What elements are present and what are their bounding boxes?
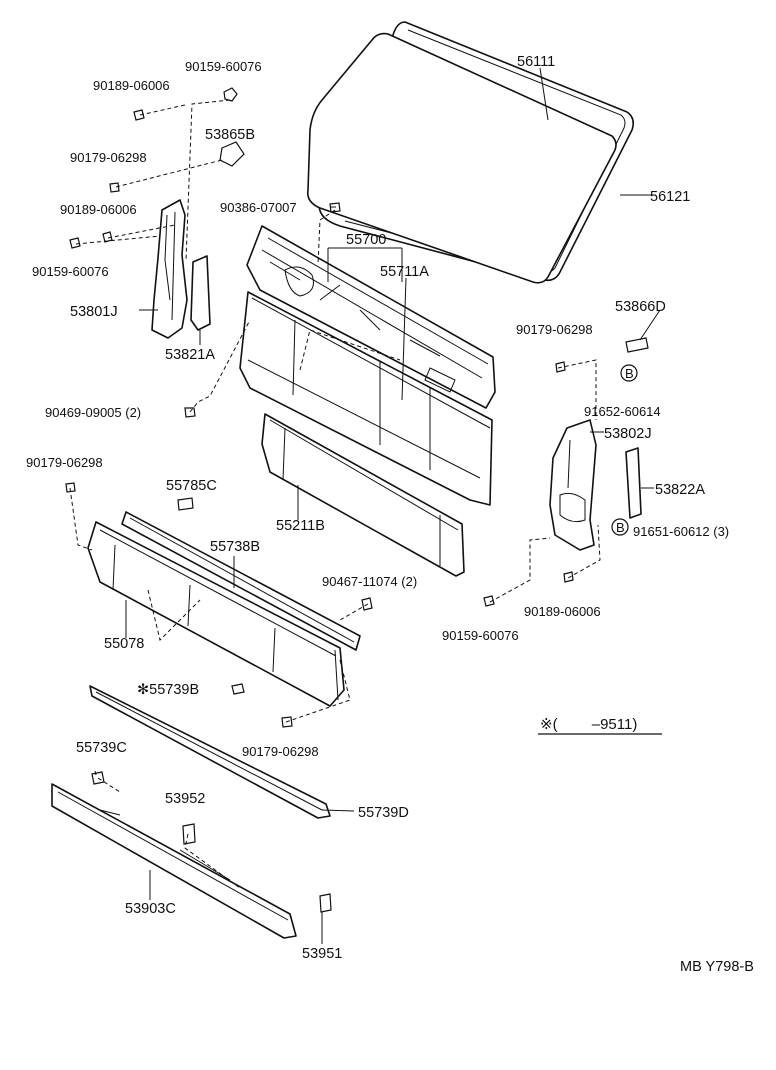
label-55785C: 55785C [166, 478, 217, 494]
label-53801J: 53801J [70, 304, 118, 320]
label-90179-06298-lower: 90179-06298 [242, 744, 319, 759]
label-55078: 55078 [104, 636, 144, 652]
label-90386-07007: 90386-07007 [220, 200, 297, 215]
circle-b-upper: B [625, 366, 634, 381]
grille-panel-55078 [87, 521, 345, 707]
label-91652-60614: 91652-60614 [584, 404, 661, 419]
label-90179-06298-lower-left: 90179-06298 [26, 455, 103, 470]
applicability-note: ※( –9511) [538, 716, 662, 735]
label-55738B: 55738B [210, 539, 260, 555]
label-55739D: 55739D [358, 805, 409, 821]
label-90467-11074: 90467-11074 (2) [322, 574, 417, 589]
label-90159-60076-mid: 90159-60076 [32, 264, 109, 279]
label-55211B: 55211B [276, 518, 325, 534]
label-53952: 53952 [165, 791, 205, 807]
cowl-lower-panel-55211B [261, 413, 465, 577]
label-56121: 56121 [650, 189, 690, 205]
label-53821A: 53821A [165, 347, 215, 363]
label-53866D: 53866D [615, 299, 666, 315]
label-90159-60076-right: 90159-60076 [442, 628, 519, 643]
label-53865B: 53865B [205, 127, 255, 143]
cowl-panel-55700 [239, 291, 493, 506]
label-90469-09005: 90469-09005 (2) [45, 405, 141, 420]
label-55739B: ✻55739B [137, 682, 199, 698]
windshield-glass-56111 [306, 32, 617, 284]
circle-b-markers: B B [611, 364, 638, 536]
label-55711A: 55711A [380, 264, 429, 280]
label-90179-06298-right: 90179-06298 [516, 322, 593, 337]
left-pillar-53801J [151, 199, 188, 339]
label-55739C: 55739C [76, 740, 127, 756]
label-91651-60612: 91651-60612 (3) [633, 524, 729, 539]
label-90159-60076-top: 90159-60076 [185, 59, 262, 74]
fasteners [65, 87, 649, 913]
leader-lines [94, 67, 661, 944]
label-53903C: 53903C [125, 901, 176, 917]
label-90189-06006-mid: 90189-06006 [60, 202, 137, 217]
figure-code: MB Y798-B [680, 959, 754, 975]
right-bracket-53822A [625, 447, 642, 519]
cowl-top-panel-55711A [246, 225, 496, 409]
left-bracket-53821A [190, 255, 211, 331]
lower-moulding-55739D [89, 685, 331, 819]
label-53802J: 53802J [604, 426, 652, 442]
front-apron-53903C [51, 783, 297, 939]
label-53951: 53951 [302, 946, 342, 962]
label-90189-06006-top: 90189-06006 [93, 78, 170, 93]
label-90179-06298-left: 90179-06298 [70, 150, 147, 165]
dashed-guide-lines [69, 99, 601, 889]
label-90189-06006-right: 90189-06006 [524, 604, 601, 619]
label-55700: 55700 [346, 232, 386, 248]
right-pillar-53802J [549, 419, 597, 551]
part-labels: 56111 56121 55700 55711A 90159-60076 901… [26, 54, 729, 962]
circle-b-lower: B [616, 520, 625, 535]
grille-moulding-55738B [121, 511, 361, 651]
label-56111: 56111 [517, 54, 555, 70]
footnote-text: ※( –9511) [540, 716, 637, 733]
label-53822A: 53822A [655, 482, 705, 498]
